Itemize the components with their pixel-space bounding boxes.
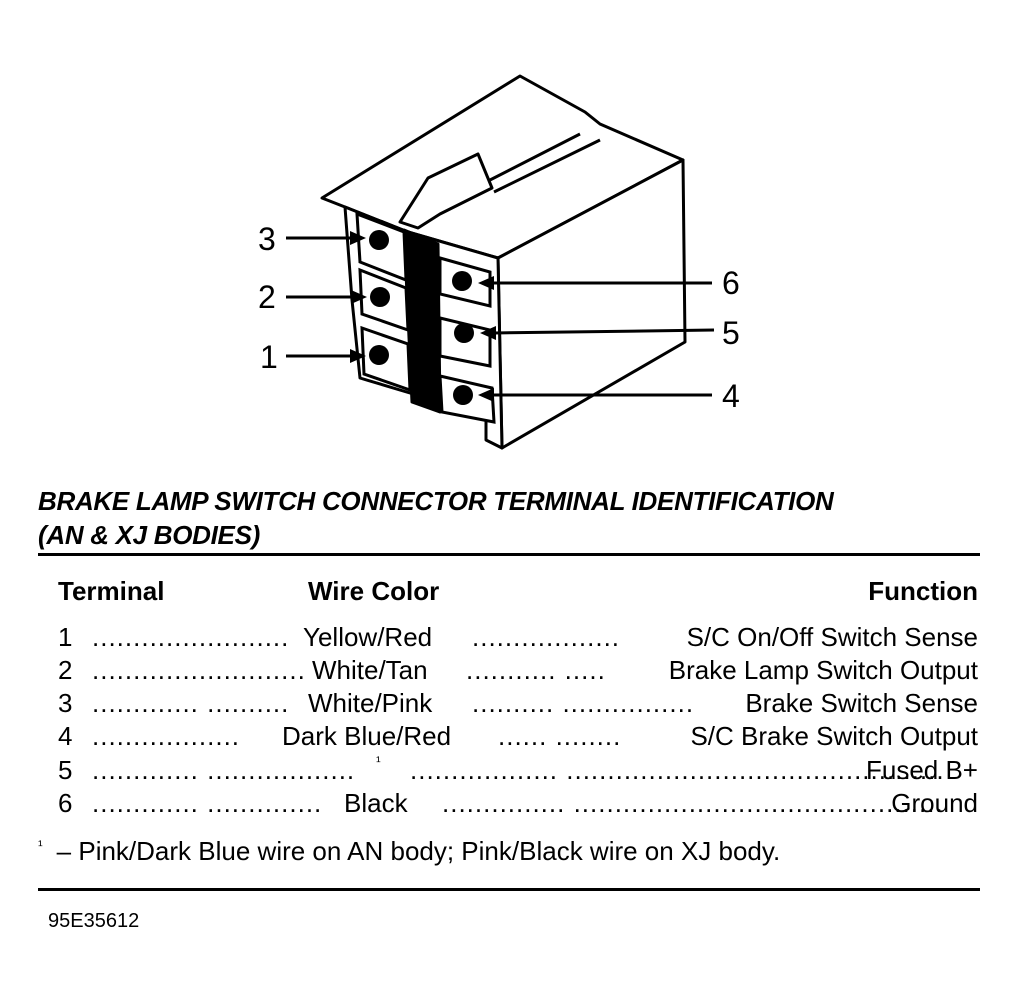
- table-row: 5 ............. .................. ¹ ...…: [58, 753, 978, 788]
- table-row: 6 ............. .............. Black ...…: [58, 788, 978, 821]
- header-terminal: Terminal: [58, 576, 165, 606]
- row-wire-color: Yellow/Red: [303, 622, 433, 652]
- pin-label-3: 3: [258, 221, 276, 257]
- header-function: Function: [868, 576, 978, 606]
- row-function: S/C On/Off Switch Sense: [686, 622, 978, 652]
- connector-diagram: 3 2 1 6 5 4: [258, 74, 740, 450]
- pin-1-dot: [369, 345, 389, 365]
- row-trail-dots: ...... ........: [498, 721, 622, 751]
- row-function: Fused B+: [865, 755, 978, 785]
- bottom-divider: [38, 888, 980, 891]
- row-trail-dots: .................. .....................…: [410, 755, 945, 785]
- row-lead-dots: ............. ..............: [92, 788, 323, 818]
- row-trail-dots: .......... ................: [472, 688, 695, 718]
- row-terminal: 3: [58, 688, 73, 718]
- table-row: 1 ........................ Yellow/Red ..…: [58, 622, 978, 655]
- header-wire-color: Wire Color: [308, 576, 440, 606]
- footnote-text: – Pink/Dark Blue wire on AN body; Pink/B…: [56, 836, 781, 866]
- table-row: 4 .................. Dark Blue/Red .....…: [58, 721, 978, 754]
- row-wire-color: White/Tan: [312, 655, 428, 685]
- top-divider: [38, 553, 980, 556]
- footnote-marker: ¹: [38, 837, 43, 853]
- connector-top-rib: [489, 132, 601, 194]
- row-wire-color: White/Pink: [308, 688, 433, 718]
- pin-5-dot: [454, 323, 474, 343]
- row-terminal: 2: [58, 655, 73, 685]
- figure-id: 95E35612: [48, 910, 140, 932]
- pin-3-dot: [369, 230, 389, 250]
- title-line-1: BRAKE LAMP SWITCH CONNECTOR TERMINAL IDE…: [38, 486, 834, 516]
- row-terminal: 6: [58, 788, 73, 818]
- pin-label-1: 1: [260, 339, 278, 375]
- pin-2-dot: [370, 287, 390, 307]
- row-lead-dots: ..........................: [92, 655, 306, 685]
- pin-label-2: 2: [258, 279, 276, 315]
- row-function: Brake Switch Sense: [745, 688, 978, 718]
- row-terminal: 4: [58, 721, 73, 751]
- row-trail-dots: ..................: [472, 622, 621, 652]
- title-line-2: (AN & XJ BODIES): [38, 520, 261, 550]
- row-lead-dots: ............. ..................: [92, 755, 356, 785]
- row-trail-dots: ............... ........................…: [442, 788, 944, 818]
- row-wire-color: Black: [344, 788, 408, 818]
- row-lead-dots: ..................: [92, 721, 241, 751]
- pin-label-4: 4: [722, 378, 740, 414]
- row-lead-dots: ........................: [92, 622, 290, 652]
- row-lead-dots: ............. ..........: [92, 688, 290, 718]
- leader-5: [493, 328, 715, 335]
- row-wire-color: Dark Blue/Red: [282, 721, 452, 751]
- row-terminal: 1: [58, 622, 73, 652]
- row-function: Ground: [891, 788, 978, 818]
- row-terminal: 5: [58, 755, 73, 785]
- connector-lock-tab: [398, 152, 494, 230]
- pin-label-5: 5: [722, 315, 740, 351]
- row-wire-color-footnote-ref: ¹: [376, 753, 381, 769]
- table-row: 3 ............. .......... White/Pink ..…: [58, 688, 978, 721]
- row-trail-dots: ........... .....: [466, 655, 606, 685]
- table-row: 2 .......................... White/Tan .…: [58, 655, 978, 688]
- pin-4-dot: [453, 385, 473, 405]
- pin-label-6: 6: [722, 265, 740, 301]
- footnote: ¹ – Pink/Dark Blue wire on AN body; Pink/…: [38, 836, 780, 867]
- pin-6-dot: [452, 271, 472, 291]
- row-function: Brake Lamp Switch Output: [668, 655, 978, 685]
- row-function: S/C Brake Switch Output: [690, 721, 978, 751]
